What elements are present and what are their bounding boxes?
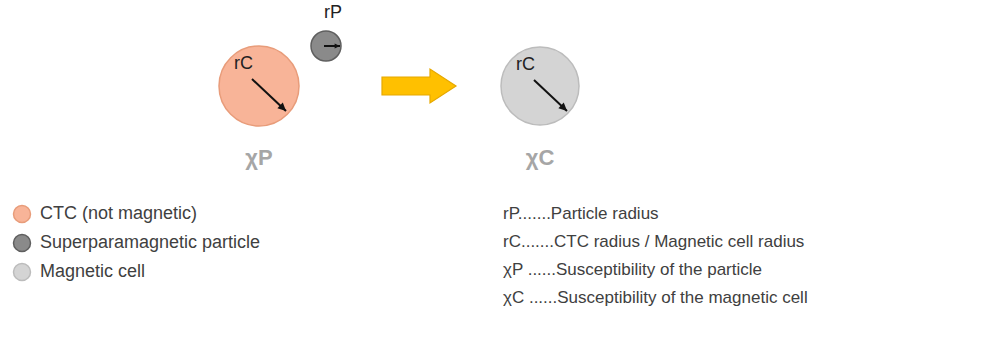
radius-label: rC: [234, 54, 253, 72]
circle-outline: [219, 46, 299, 126]
definition-text: rP.......Particle radius: [503, 205, 659, 224]
circle-shape: [310, 30, 342, 62]
legend-row: Magnetic cell: [12, 261, 145, 282]
block-arrow: [382, 69, 456, 103]
arrow-head: [335, 43, 340, 48]
magnetic-cell-circle: rC: [500, 46, 580, 126]
circle-shape: [218, 45, 300, 127]
legend-row: Superparamagnetic particle: [12, 232, 260, 253]
legend-row: CTC (not magnetic): [12, 203, 197, 224]
legend-swatch-circle: [14, 234, 31, 251]
circle-outline: [501, 47, 579, 125]
legend-text: Superparamagnetic particle: [40, 232, 260, 253]
particle-circle: rP: [310, 30, 342, 62]
susceptibility-symbol: χP: [245, 146, 272, 170]
radius-label: rC: [516, 55, 535, 73]
arrow-head: [277, 103, 286, 111]
radius-arrow: [534, 80, 567, 111]
definition-text: rC.......CTC radius / Magnetic cell radi…: [503, 233, 804, 252]
arrow-head: [558, 103, 567, 111]
legend-text: Magnetic cell: [40, 261, 145, 282]
definition-text: χP ......Susceptibility of the particle: [503, 261, 762, 280]
definition-text: χC ......Susceptibility of the magnetic …: [503, 289, 808, 308]
legend-swatch-circle: [14, 205, 31, 222]
circle-shape: [500, 46, 580, 126]
radius-label: rP: [324, 3, 342, 21]
legend-swatch: [12, 262, 32, 282]
radius-arrow: [252, 79, 286, 111]
ctc-circle: rC: [218, 45, 300, 127]
legend-text: CTC (not magnetic): [40, 203, 197, 224]
susceptibility-symbol: χC: [526, 146, 555, 170]
legend-swatch: [12, 233, 32, 253]
legend-swatch-circle: [14, 263, 31, 280]
circle-outline: [311, 31, 341, 61]
legend-swatch: [12, 204, 32, 224]
